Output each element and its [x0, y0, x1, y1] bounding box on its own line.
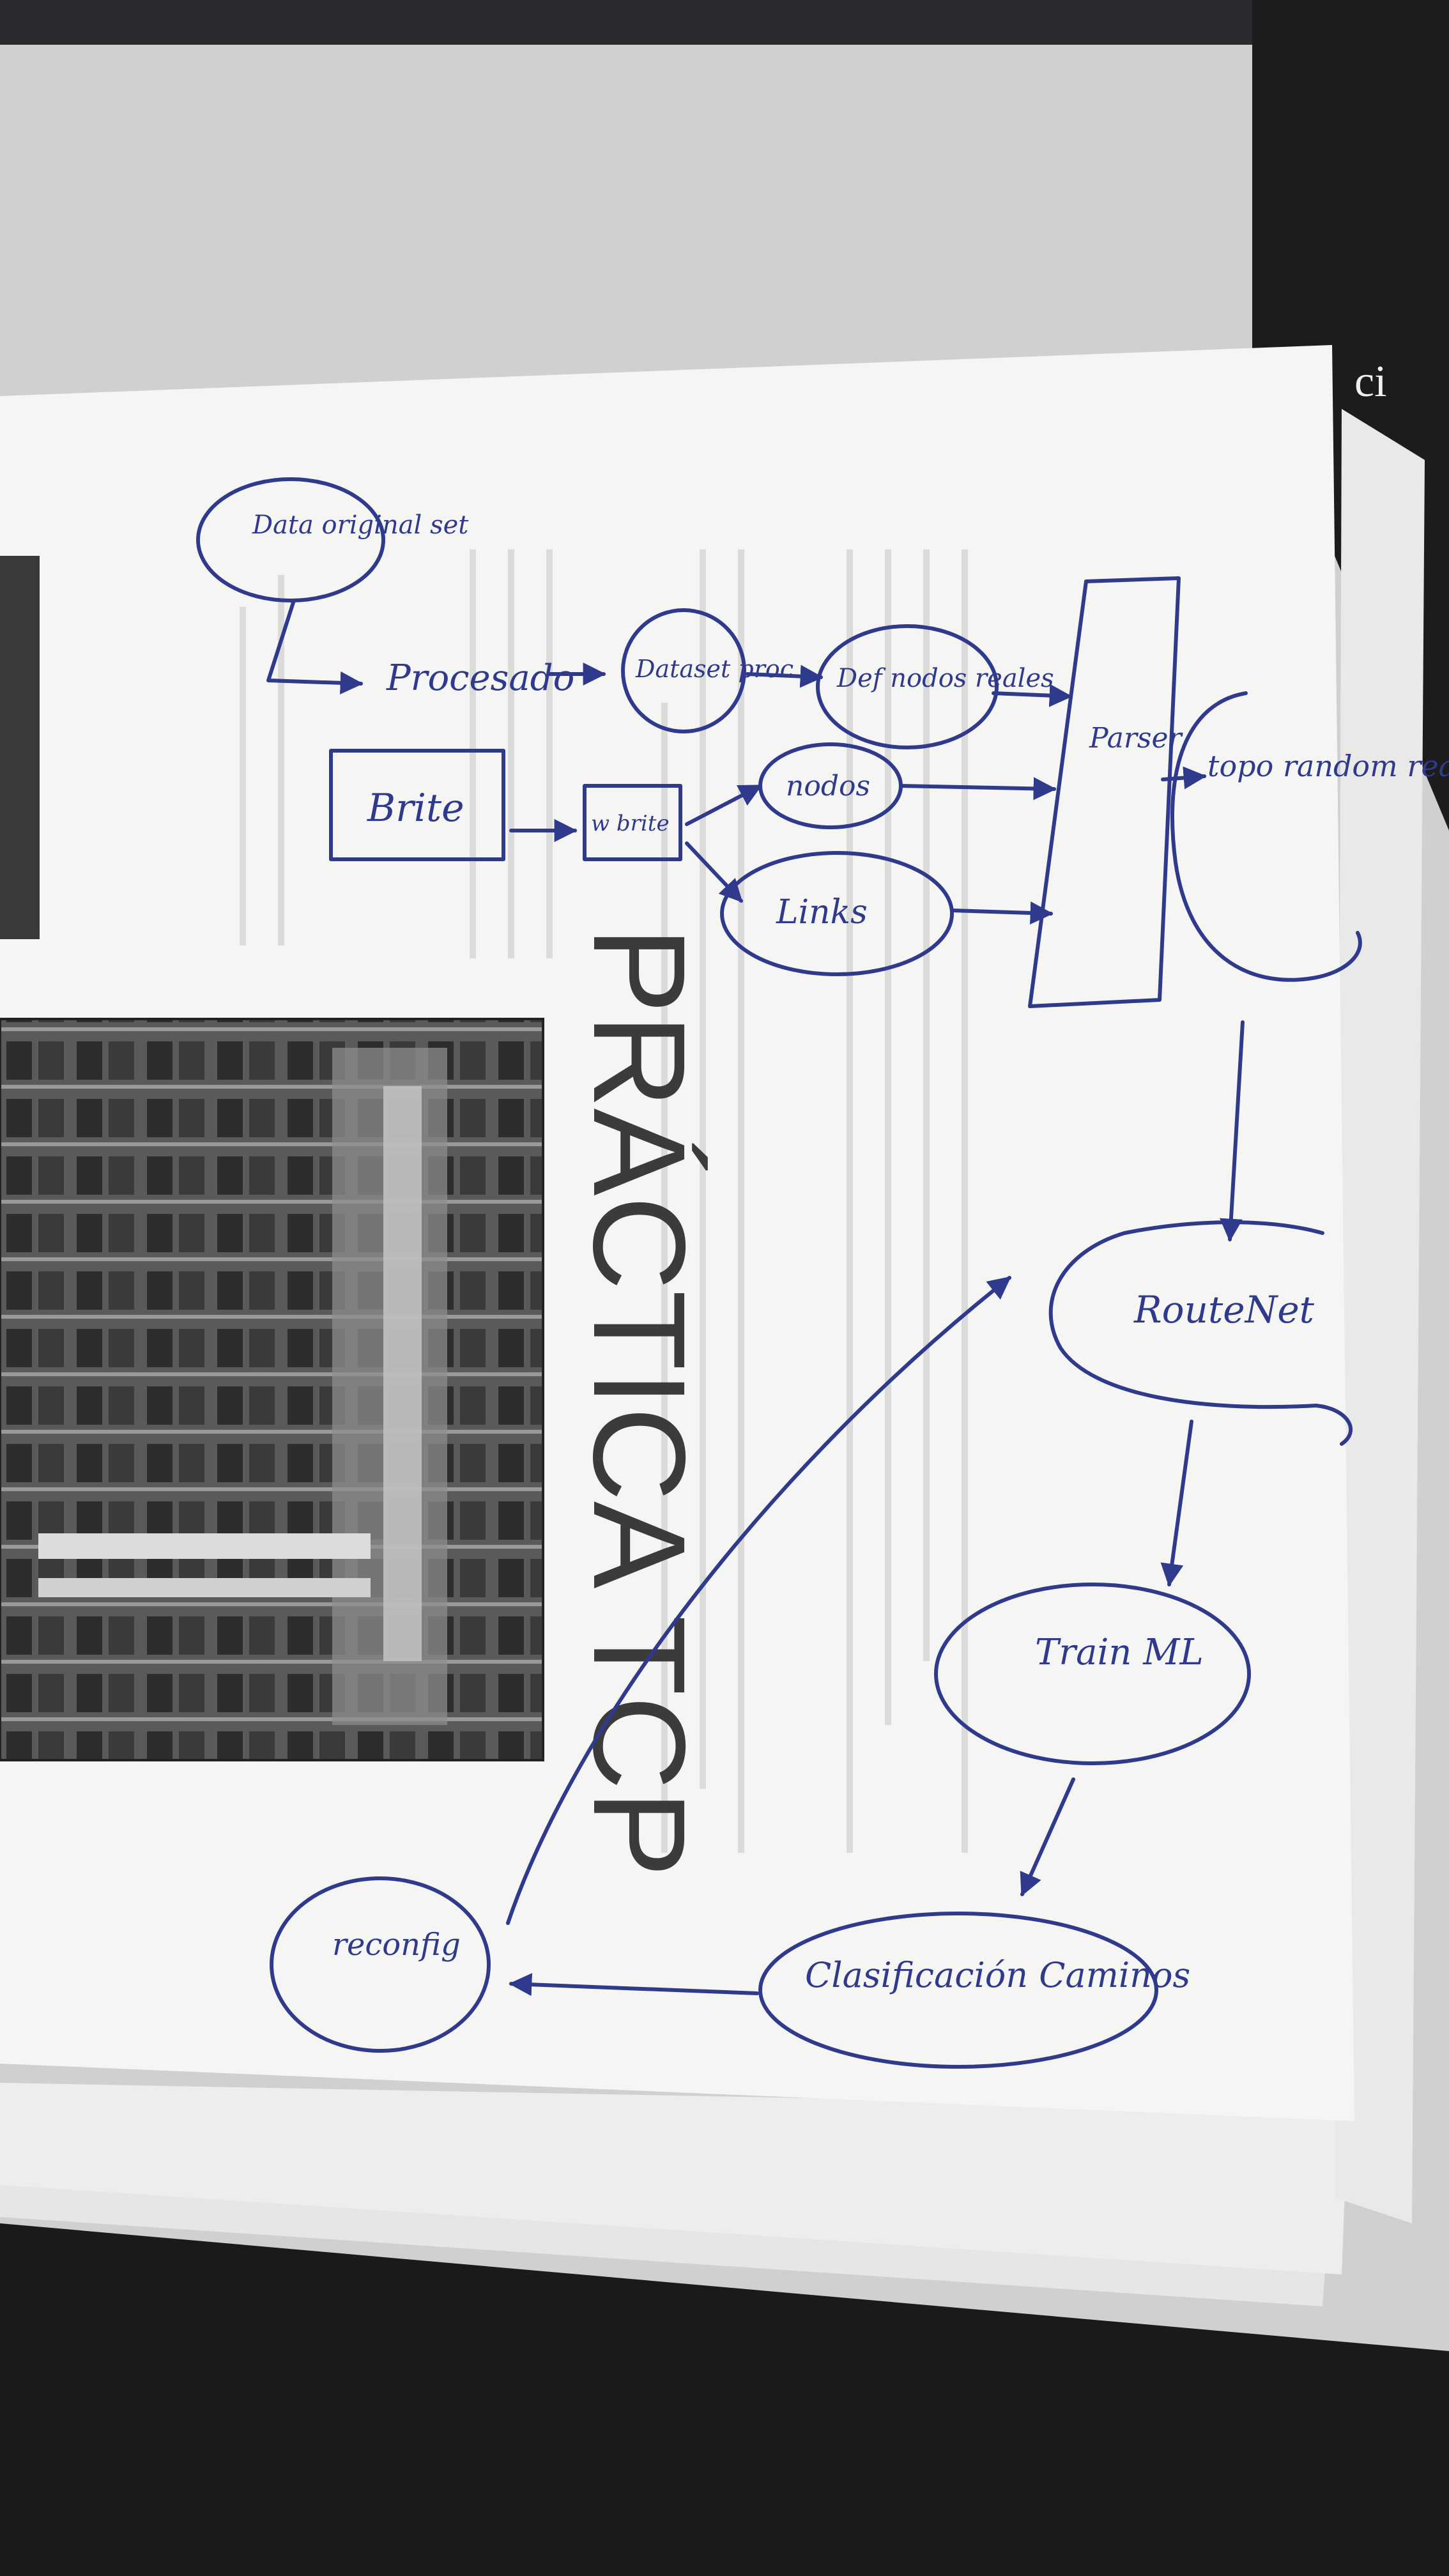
node-routenet-label: RouteNet — [1133, 1288, 1315, 1331]
node-parser-box — [1028, 576, 1181, 1008]
node-links-ellipse — [720, 851, 954, 976]
node-topo-random-real-label: topo random real — [1208, 749, 1449, 783]
arrow-dataset-to-defnodos — [746, 664, 824, 688]
node-dataset-proc-label: Dataset proc — [635, 655, 793, 683]
node-train-ml-ellipse — [934, 1583, 1251, 1765]
node-data-original-set-label: Data original set — [252, 510, 469, 540]
node-clasificacion-caminos-ellipse — [758, 1912, 1158, 2069]
arrow-reconfig-to-routenet — [506, 1276, 1011, 1925]
node-topo-random-real-curve — [1170, 691, 1362, 982]
node-nodos-label: nodos — [786, 770, 870, 802]
node-train-ml-label: Train ML — [1035, 1632, 1204, 1673]
arrow-data-to-procesado — [266, 599, 364, 694]
node-parser-label: Parser — [1089, 722, 1184, 755]
node-reconfig-label: reconfig — [332, 1927, 461, 1963]
desk-bottom-shadow — [0, 2223, 1449, 2576]
node-reconfig-ellipse — [270, 1876, 491, 2053]
node-wbrite-box — [583, 784, 682, 861]
arrow-parser-to-topo — [1161, 766, 1207, 790]
node-wbrite-label: w brite — [591, 811, 670, 836]
node-data-original-set-ellipse — [196, 477, 385, 602]
arrow-trainml-to-clasificacion — [1020, 1777, 1075, 1897]
arrow-routenet-to-trainml — [1160, 1420, 1193, 1587]
printed-building-photo — [0, 1018, 544, 1761]
node-def-nodos-reales-label: Def nodos reales — [836, 664, 1054, 693]
arrow-clasificacion-to-reconfig — [509, 1973, 759, 1997]
paper-stack-middle — [0, 2083, 1348, 2274]
node-dataset-proc-ellipse — [621, 608, 746, 733]
arrow-nodos-to-parser — [899, 777, 1057, 801]
node-brite-box — [329, 749, 505, 861]
arrow-wbrite-to-nodos — [685, 784, 763, 826]
node-brite-label: Brite — [367, 786, 464, 831]
edge-text: ci — [1354, 357, 1387, 406]
arrow-wbrite-to-links — [685, 841, 743, 903]
node-routenet-ellipse — [1048, 1220, 1353, 1446]
node-procesado-label: Procesado — [386, 657, 574, 699]
arrow-defnodos-to-parser — [992, 684, 1073, 707]
page-title: PRÁCTICA TCP — [566, 926, 712, 1877]
arrow-topo-to-routenet — [1219, 1020, 1245, 1242]
node-links-label: Links — [776, 893, 868, 931]
desk-top-edge — [0, 0, 1449, 45]
node-clasificacion-caminos-label: Clasificación Caminos — [805, 1955, 1190, 1995]
printed-photo-strip — [0, 556, 40, 939]
arrow-links-to-parser — [950, 901, 1054, 924]
paper-stack-right — [1335, 409, 1425, 2223]
